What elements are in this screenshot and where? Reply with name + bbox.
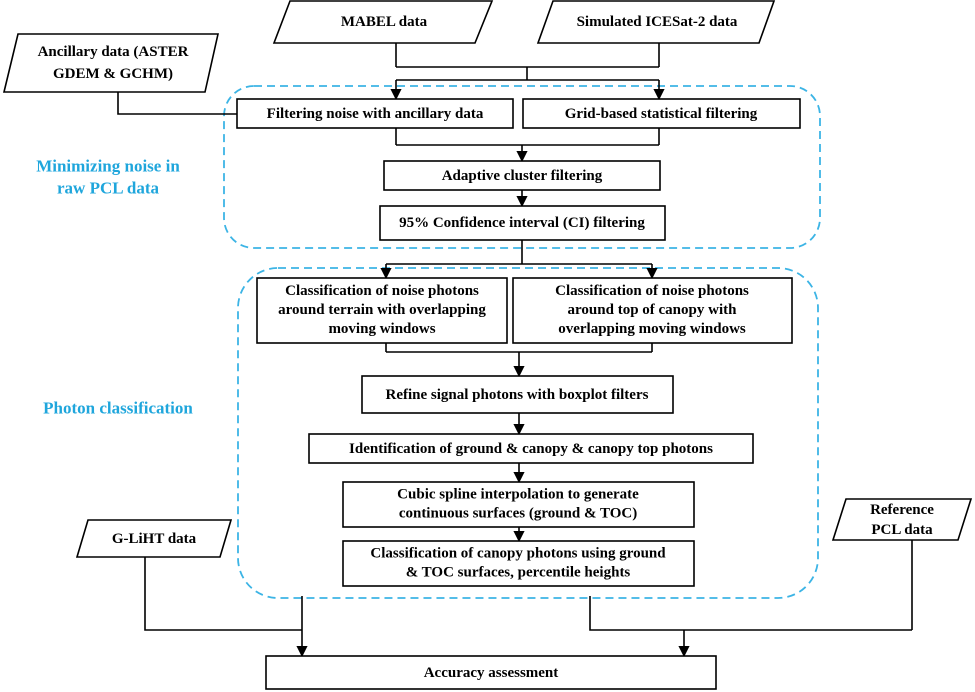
label-line: Grid-based statistical filtering bbox=[565, 106, 758, 122]
label-line: Refine signal photons with boxplot filte… bbox=[386, 387, 649, 403]
label-line: Simulated ICESat-2 data bbox=[577, 14, 738, 30]
ancillary-data-node: Ancillary data (ASTER GDEM & GCHM) bbox=[2, 33, 219, 93]
label-line: moving windows bbox=[328, 321, 435, 337]
label-line: Accuracy assessment bbox=[424, 665, 559, 681]
label-line: Filtering noise with ancillary data bbox=[267, 106, 484, 122]
refine-signal-node: Refine signal photons with boxplot filte… bbox=[361, 375, 674, 414]
simulated-icesat2-data-node: Simulated ICESat-2 data bbox=[536, 0, 776, 44]
label-line: Minimizing noise in bbox=[36, 157, 180, 176]
label-line: PCL data bbox=[871, 522, 933, 538]
label-line: Adaptive cluster filtering bbox=[442, 168, 603, 184]
photon-classification-group bbox=[237, 267, 819, 599]
noise-minimization-group bbox=[223, 85, 821, 249]
ci-filter-node: 95% Confidence interval (CI) filtering bbox=[379, 205, 666, 241]
grid-statistical-filter-node: Grid-based statistical filtering bbox=[522, 98, 801, 129]
label-line: Photon classification bbox=[43, 399, 193, 418]
label-line: MABEL data bbox=[341, 14, 428, 30]
classify-canopy-noise-node: Classification of noise photons around to… bbox=[512, 277, 793, 344]
classify-terrain-noise-node: Classification of noise photons around te… bbox=[256, 277, 508, 344]
accuracy-assessment-node: Accuracy assessment bbox=[265, 655, 717, 690]
label-line: Classification of noise photons bbox=[285, 283, 479, 299]
classify-canopy-photons-node: Classification of canopy photons using g… bbox=[342, 540, 695, 587]
label-line: Identification of ground & canopy & cano… bbox=[349, 441, 713, 457]
label-line: GDEM & GCHM) bbox=[53, 66, 173, 82]
identify-photons-node: Identification of ground & canopy & cano… bbox=[308, 433, 754, 464]
label-line: around terrain with overlapping bbox=[278, 302, 486, 318]
label-line: G-LiHT data bbox=[112, 531, 197, 547]
mabel-data-node: MABEL data bbox=[272, 0, 494, 44]
label-line: Reference bbox=[870, 502, 934, 518]
cubic-spline-node: Cubic spline interpolation to generate co… bbox=[342, 481, 695, 528]
label-line: Classification of noise photons bbox=[555, 283, 749, 299]
label-line: Cubic spline interpolation to generate bbox=[397, 487, 639, 503]
section-label-photon-classification: Photon classification bbox=[43, 399, 193, 418]
label-line: Classification of canopy photons using g… bbox=[370, 546, 666, 562]
filter-ancillary-node: Filtering noise with ancillary data bbox=[236, 98, 514, 129]
label-line: & TOC surfaces, percentile heights bbox=[406, 565, 631, 581]
label-line: Ancillary data (ASTER bbox=[38, 44, 189, 60]
label-line: raw PCL data bbox=[57, 179, 160, 198]
section-label-noise-minimization: Minimizing noise in raw PCL data bbox=[36, 157, 180, 198]
label-line: 95% Confidence interval (CI) filtering bbox=[399, 215, 645, 231]
label-line: continuous surfaces (ground & TOC) bbox=[399, 506, 637, 522]
label-line: around top of canopy with bbox=[568, 302, 738, 318]
gliht-data-node: G-LiHT data bbox=[75, 519, 233, 558]
adaptive-cluster-filter-node: Adaptive cluster filtering bbox=[383, 160, 661, 191]
connectors bbox=[117, 43, 913, 658]
label-line: overlapping moving windows bbox=[558, 321, 746, 337]
